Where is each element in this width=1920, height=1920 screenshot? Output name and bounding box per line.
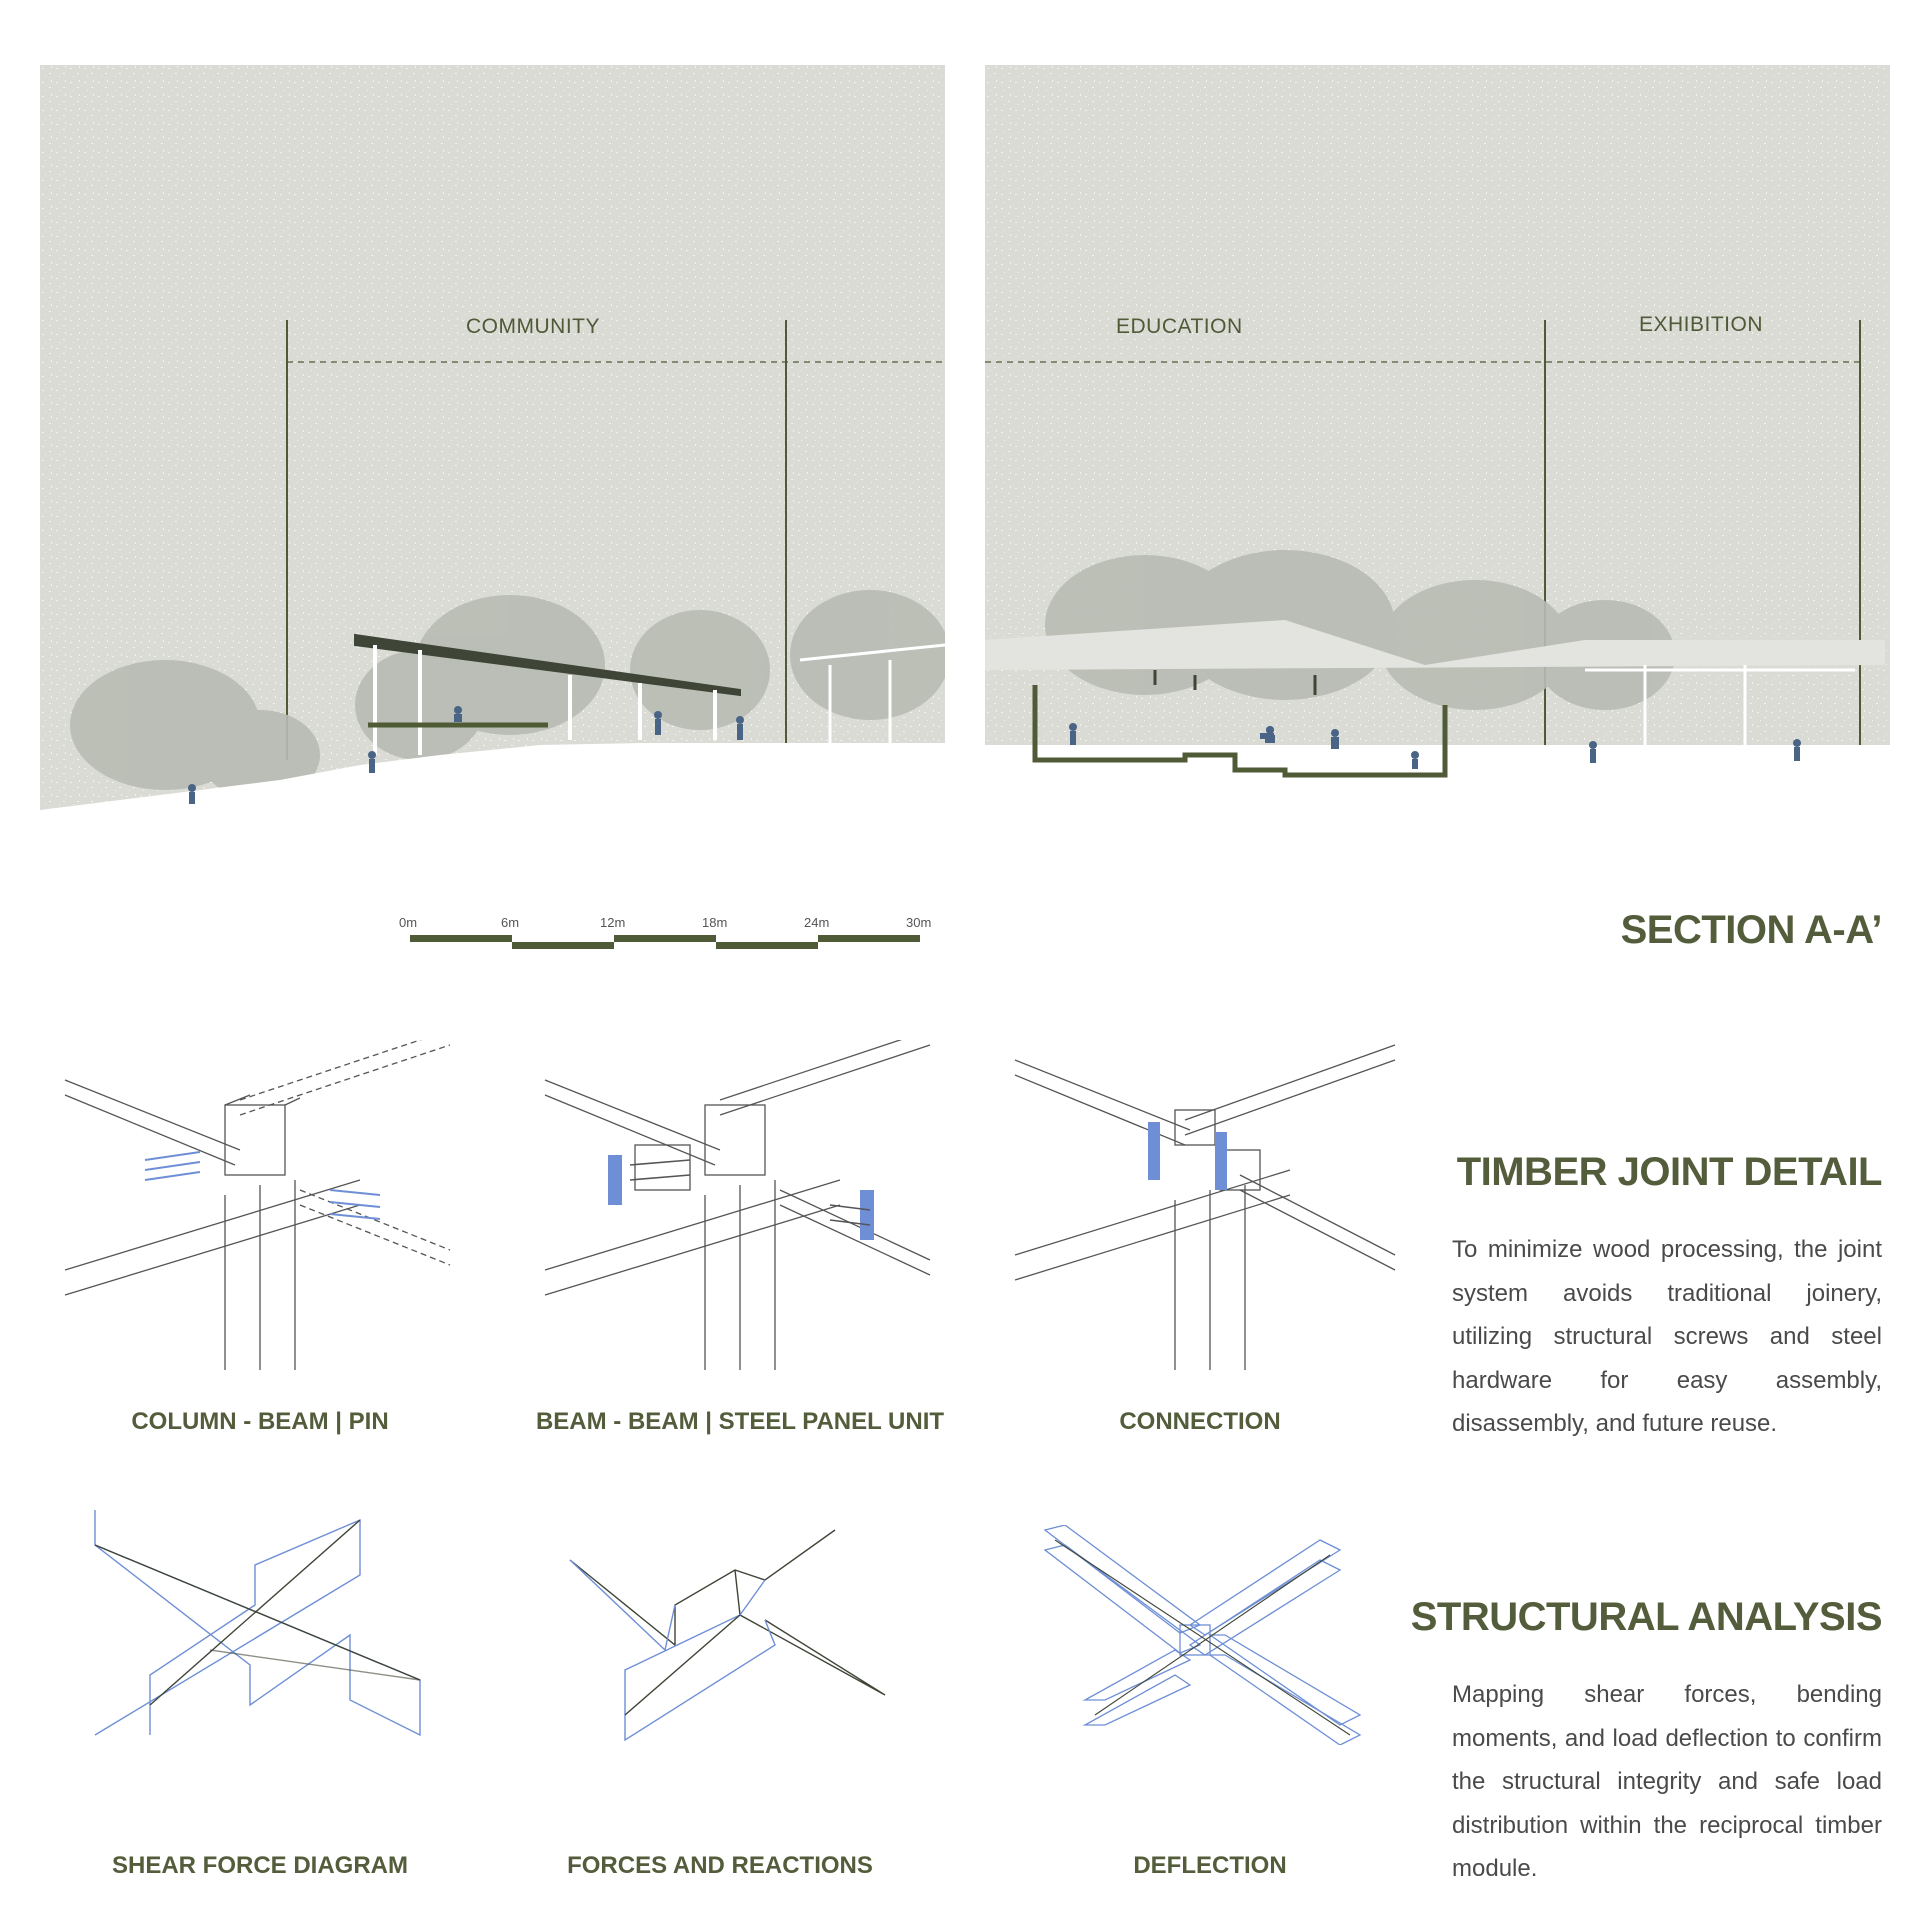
- section-title: SECTION A-A’: [1620, 908, 1883, 952]
- section-drawing-left: [40, 65, 945, 813]
- timber-joint-text: To minimize wood processing, the joint s…: [1452, 1236, 1882, 1437]
- caption-column-beam-pin: COLUMN - BEAM | PIN: [131, 1408, 389, 1435]
- scale-tick-30: 30m: [906, 915, 932, 930]
- section-panel-left: COMMUNITY: [40, 65, 945, 813]
- joint-diagram-beam-beam-steel-panel: [544, 1040, 931, 1370]
- zone-label-exhibition: EXHIBITION: [1639, 313, 1764, 336]
- scale-bar-graphic: [410, 935, 920, 949]
- scale-tick-0: 0m: [399, 915, 418, 930]
- zone-label-education: EDUCATION: [1116, 315, 1243, 338]
- caption-beam-beam-steel-panel: BEAM - BEAM | STEEL PANEL UNIT: [535, 1408, 945, 1435]
- section-panel-right: EDUCATION EXHIBITION: [985, 65, 1890, 813]
- scale-tick-6: 6m: [501, 915, 520, 930]
- caption-deflection: DEFLECTION: [1133, 1852, 1287, 1879]
- scale-tick-18: 18m: [702, 915, 728, 930]
- scale-tick-24: 24m: [804, 915, 830, 930]
- joint-diagram-column-beam-pin: [64, 1040, 451, 1370]
- section-drawing-right: [985, 65, 1890, 813]
- caption-shear-force: SHEAR FORCE DIAGRAM: [111, 1852, 408, 1879]
- diagram-shear-force: [94, 1510, 421, 1737]
- caption-forces-reactions: FORCES AND REACTIONS: [567, 1852, 873, 1879]
- scale-bar: 0m 6m 12m 18m 24m 30m: [399, 915, 945, 955]
- zone-label-community: COMMUNITY: [466, 315, 600, 338]
- scale-tick-12: 12m: [600, 915, 626, 930]
- joint-diagram-connection: [1014, 1044, 1396, 1370]
- timber-joint-heading: TIMBER JOINT DETAIL: [1456, 1150, 1883, 1194]
- structural-heading: STRUCTURAL ANALYSIS: [1410, 1595, 1883, 1639]
- caption-connection: CONNECTION: [1119, 1408, 1281, 1435]
- diagram-forces-reactions: [569, 1529, 886, 1742]
- diagram-deflection: [1043, 1525, 1362, 1745]
- structural-text: Mapping shear forces, bending moments, a…: [1452, 1681, 1882, 1882]
